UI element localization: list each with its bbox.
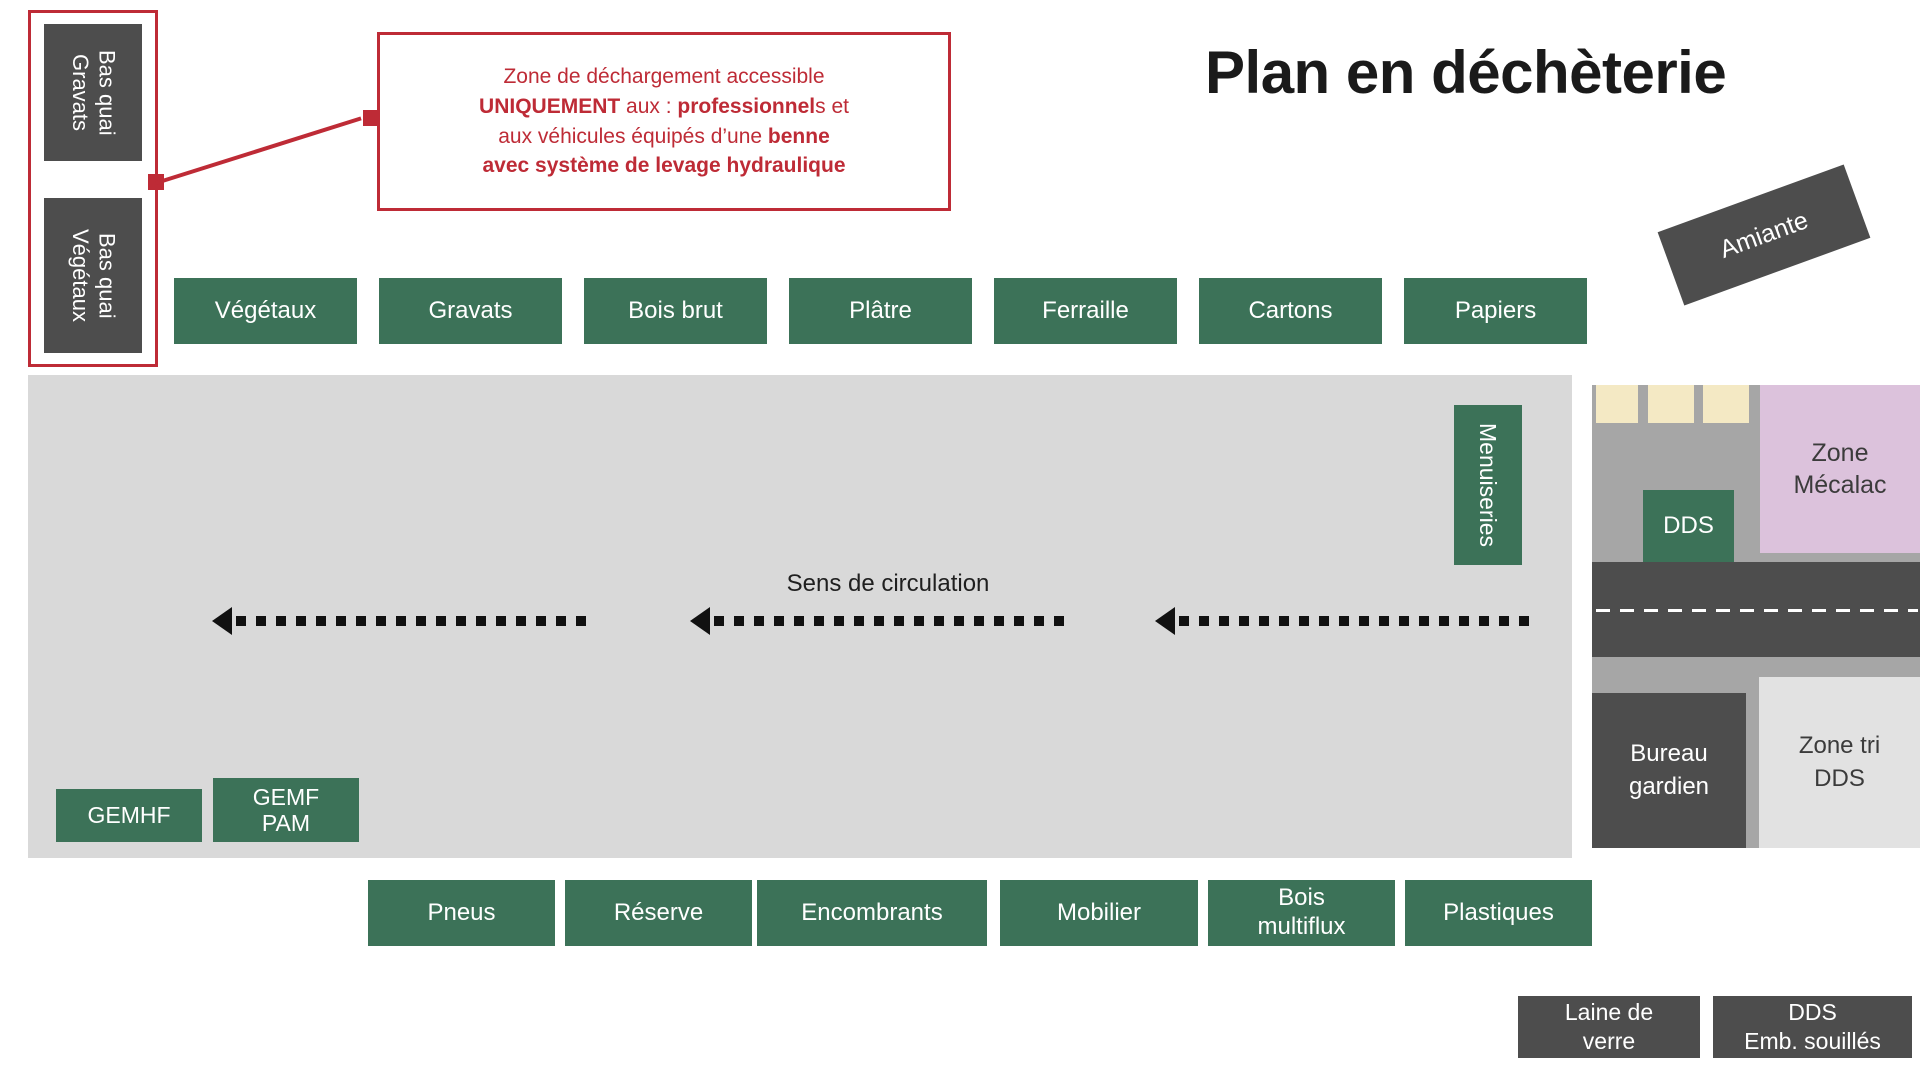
callout-line-4: avec système de levage hydraulique [482,154,846,178]
top-bin-pl-tre[interactable]: Plâtre [789,278,972,344]
arrow-dotted-line [714,616,1072,626]
bottom-bin-pneus[interactable]: Pneus [368,880,555,946]
laine-de-verre-line1: Laine de [1564,999,1654,1026]
bottom-bin-encombrants[interactable]: Encombrants [757,880,987,946]
top-bin-label: Gravats [428,297,513,325]
gemf-pam-line1: GEMF [252,783,320,810]
bottom-bin-label-line1: Bois [1278,884,1325,912]
gemf-pam-box[interactable]: GEMF PAM [213,778,359,842]
arrow-dotted-line [236,616,594,626]
bottom-bin-mobilier[interactable]: Mobilier [1000,880,1198,946]
leader-anchor-callout [363,110,379,126]
arrow-head-icon [1155,607,1175,635]
callout-uniquement: UNIQUEMENT [479,94,621,118]
gemhf-label: GEMHF [87,802,171,829]
zone-mecalac-label: Zone Mécalac [1793,437,1886,502]
zone-tri-dds-line2: DDS [1814,764,1865,792]
laine-de-verre-label: Laine de verre [1565,998,1653,1056]
bottom-bin-r-serve[interactable]: Réserve [565,880,752,946]
bas-quai-gravats-label: Bas quai Gravats [67,49,120,136]
top-bin-label: Végétaux [214,297,317,325]
zone-mecalac-box[interactable]: Zone Mécalac [1760,385,1920,553]
top-bin-label: Ferraille [1042,297,1129,325]
gemf-pam-line2: PAM [261,810,311,836]
dds-emb-souilles-line1: DDS [1788,999,1837,1026]
bureau-gardien-box[interactable]: Bureau gardien [1592,693,1746,848]
dds-box[interactable]: DDS [1643,490,1734,562]
bottom-bin-label: Pneus [427,898,496,926]
dds-emb-souilles-box[interactable]: DDS Emb. souillés [1713,996,1912,1058]
circulation-label: Sens de circulation [786,570,990,597]
circulation-arrow-left [212,607,594,635]
road-center-dashes [1596,609,1918,612]
top-bin-ferraille[interactable]: Ferraille [994,278,1177,344]
zone-tri-dds-label: Zone tri DDS [1799,730,1880,795]
bottom-bin-plastiques[interactable]: Plastiques [1405,880,1592,946]
laine-de-verre-box[interactable]: Laine de verre [1518,996,1700,1058]
callout-benne: benne [767,124,830,148]
bas-quai-vegetaux-label: Bas quai Végétaux [67,229,120,322]
top-bin-v-g-taux[interactable]: Végétaux [174,278,357,344]
circulation-arrow-right [1155,607,1537,635]
gemhf-box[interactable]: GEMHF [56,789,202,842]
top-bin-label: Bois brut [628,297,723,325]
top-bin-cartons[interactable]: Cartons [1199,278,1382,344]
bas-quai-vegetaux-box[interactable]: Bas quai Végétaux [44,198,142,353]
warning-callout-text: Zone de déchargement accessible UNIQUEME… [479,62,849,181]
callout-line-3: aux véhicules équipés d’une [498,124,768,148]
top-bin-bois-brut[interactable]: Bois brut [584,278,767,344]
top-bin-label: Cartons [1248,297,1333,325]
gemf-pam-label: GEMF PAM [253,784,319,837]
bottom-bin-label: Plastiques [1443,898,1554,926]
bas-quai-gravats-box[interactable]: Bas quai Gravats [44,24,142,161]
arrow-head-icon [212,607,232,635]
top-bin-label: Papiers [1454,297,1537,325]
bas-quai-gravats-line1: Bas quai [94,49,120,136]
menuiseries-box[interactable]: Menuiseries [1454,405,1522,565]
callout-line-1: Zone de déchargement accessible [503,64,825,88]
arrow-head-icon [690,607,710,635]
bureau-gardien-line2: gardien [1628,772,1710,800]
circulation-arrow-center [690,607,1072,635]
storage-slot-1 [1596,385,1638,423]
bas-quai-vegetaux-line1: Bas quai [94,232,120,319]
storage-slot-2 [1648,385,1694,423]
zone-mecalac-line1: Zone [1811,438,1869,467]
warning-callout: Zone de déchargement accessible UNIQUEME… [377,32,951,211]
arrow-dotted-line [1179,616,1537,626]
dds-label: DDS [1663,512,1714,540]
amiante-box[interactable]: Amiante [1657,164,1871,306]
bas-quai-vegetaux-line2: Végétaux [68,229,93,322]
bureau-gardien-label: Bureau gardien [1629,738,1709,803]
bottom-bin-label-line2: multiflux [1257,913,1346,940]
callout-professionnel: professionnel [677,94,816,118]
leader-line [155,116,362,185]
zone-mecalac-line2: Mécalac [1793,471,1887,499]
dds-emb-souilles-label: DDS Emb. souillés [1744,998,1881,1056]
bas-quai-gravats-line2: Gravats [68,53,93,132]
top-bin-papiers[interactable]: Papiers [1404,278,1587,344]
storage-slot-3 [1703,385,1749,423]
zone-tri-dds-line1: Zone tri [1798,732,1881,760]
bottom-bin-label: Encombrants [801,898,943,926]
callout-aux: aux : [620,94,678,118]
bottom-bin-label: Mobilier [1056,898,1142,926]
zone-tri-dds-box[interactable]: Zone tri DDS [1759,677,1920,848]
bureau-gardien-line1: Bureau [1630,740,1708,768]
dds-emb-souilles-line2: Emb. souillés [1744,1028,1881,1054]
callout-s-et: s et [815,94,849,118]
laine-de-verre-line2: verre [1582,1028,1636,1054]
page-title: Plan en déchèterie [1205,39,1727,106]
amiante-label: Amiante [1715,205,1812,264]
bottom-bin-label: Réserve [613,898,704,926]
top-bin-label: Plâtre [849,297,912,325]
top-bin-gravats[interactable]: Gravats [379,278,562,344]
menuiseries-label: Menuiseries [1475,423,1502,547]
